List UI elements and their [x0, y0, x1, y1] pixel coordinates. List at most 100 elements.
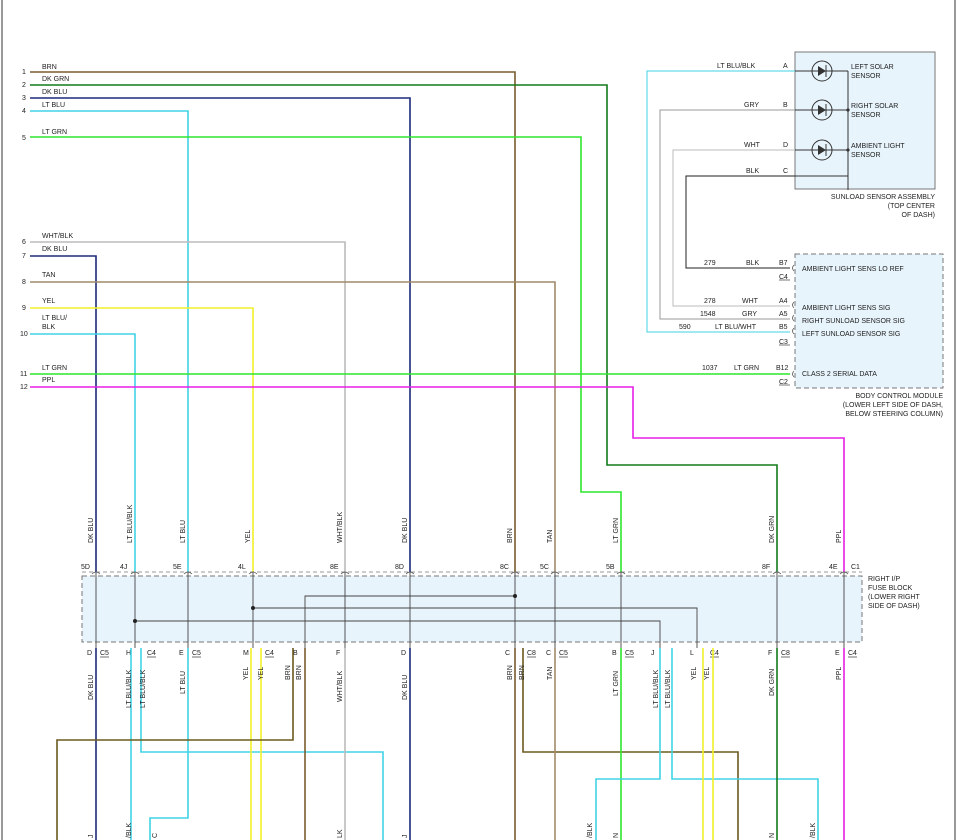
svg-text:CLASS 2 SERIAL DATA: CLASS 2 SERIAL DATA	[802, 371, 877, 378]
svg-text:8F: 8F	[762, 564, 770, 571]
svg-text:/BLK: /BLK	[126, 822, 133, 838]
wire-lt-blu-blk-bottom-4	[671, 648, 819, 840]
svg-text:TAN: TAN	[547, 667, 554, 680]
svg-text:B7: B7	[779, 260, 788, 267]
left-wire-num: 7	[22, 253, 26, 260]
left-wire-label: PPL	[42, 377, 55, 384]
wire-lt-grn	[30, 136, 622, 572]
svg-text:8D: 8D	[395, 564, 404, 571]
svg-text:E: E	[179, 650, 184, 657]
left-wire-label: DK BLU	[42, 89, 67, 96]
svg-text:C: C	[546, 650, 551, 657]
left-wire-label: DK BLU	[42, 246, 67, 253]
svg-text:WHT/BLK: WHT/BLK	[337, 512, 344, 543]
svg-text:BRN: BRN	[285, 665, 292, 680]
sunload-pin: A	[783, 63, 788, 70]
wire-brn	[30, 71, 516, 572]
sunload-caption: OF DASH)	[902, 212, 935, 219]
svg-text:1037: 1037	[702, 365, 718, 372]
sunload-caption: SUNLOAD SENSOR ASSEMBLY	[831, 194, 935, 201]
fuse-bottom-wire-labels: DK BLU LT BLU/BLK LT BLU/BLK LT BLU YEL …	[88, 665, 843, 708]
left-wire-num: 3	[22, 95, 26, 102]
svg-text:C1: C1	[851, 564, 860, 571]
svg-text:F: F	[768, 650, 772, 657]
svg-text:LT BLU/BLK: LT BLU/BLK	[127, 504, 134, 543]
bcm-caption: BELOW STEERING COLUMN)	[845, 411, 943, 418]
left-wire-label: TAN	[42, 272, 55, 279]
sunload-sensor-assembly: LT BLU/BLK A GRY B WHT D BLK C	[646, 51, 936, 333]
svg-text:5C: 5C	[540, 564, 549, 571]
fuse-top-wire-labels: DK BLU LT BLU/BLK LT BLU YEL WHT/BLK DK …	[88, 504, 843, 543]
svg-text:LT GRN: LT GRN	[734, 365, 759, 372]
wire-wht-blk	[30, 241, 346, 572]
wire-tan	[30, 281, 556, 572]
svg-text:BRN: BRN	[296, 665, 303, 680]
wire-lt-blu-blk-bottom-3	[595, 648, 661, 840]
svg-text:B: B	[293, 650, 298, 657]
svg-text:C4: C4	[265, 650, 274, 657]
svg-text:WHT/BLK: WHT/BLK	[337, 671, 344, 702]
svg-text:LT BLU/BLK: LT BLU/BLK	[665, 669, 672, 708]
svg-text:C4: C4	[710, 650, 719, 657]
fuse-internal-bus	[95, 572, 845, 648]
svg-text:A4: A4	[779, 298, 788, 305]
fuse-block-caption: FUSE BLOCK	[868, 585, 913, 592]
wire-lt-blu	[30, 110, 189, 572]
svg-text:C2: C2	[779, 379, 788, 386]
svg-text:YEL: YEL	[691, 667, 698, 680]
svg-text:J: J	[651, 650, 655, 657]
svg-text:PPL: PPL	[836, 530, 843, 543]
svg-text:YEL: YEL	[245, 530, 252, 543]
left-wire-num: 1	[22, 69, 26, 76]
svg-text:J: J	[88, 835, 95, 839]
svg-text:C5: C5	[625, 650, 634, 657]
left-wire-label: LT GRN	[42, 129, 67, 136]
sensor-name: AMBIENT LIGHT	[851, 143, 905, 150]
svg-text:LT BLU/BLK: LT BLU/BLK	[140, 669, 147, 708]
photodiode-icon	[795, 99, 850, 121]
body-control-module: 279 BLK B7 C4 AMBIENT LIGHT SENS LO REF …	[679, 253, 944, 418]
wire-olive-bottom	[56, 648, 294, 840]
wire-sensor-wht	[672, 149, 795, 307]
svg-text:AMBIENT LIGHT SENS SIG: AMBIENT LIGHT SENS SIG	[802, 305, 890, 312]
sunload-pin: C	[783, 168, 788, 175]
wire-yel	[30, 307, 254, 572]
sensor-name: SENSOR	[851, 112, 881, 119]
left-wire-label: LT BLU	[42, 102, 65, 109]
svg-text:BLK: BLK	[746, 260, 760, 267]
fuse-top-pin-ticks	[91, 571, 849, 575]
svg-text:DK BLU: DK BLU	[402, 675, 409, 700]
svg-text:YEL: YEL	[243, 667, 250, 680]
bcm-pin-labels: 279 BLK B7 C4 AMBIENT LIGHT SENS LO REF …	[679, 260, 905, 386]
sunload-wire-label: BLK	[746, 168, 760, 175]
svg-text:N: N	[613, 833, 620, 838]
svg-text:PPL: PPL	[836, 667, 843, 680]
svg-text:C8: C8	[781, 650, 790, 657]
svg-text:YEL: YEL	[258, 667, 265, 680]
svg-text:279: 279	[704, 260, 716, 267]
fuse-block-caption: (LOWER RIGHT	[868, 594, 920, 601]
left-wire-label: YEL	[42, 298, 55, 305]
left-wire-label: BLK	[42, 324, 56, 331]
svg-text:B12: B12	[776, 365, 789, 372]
svg-text:LT BLU: LT BLU	[180, 520, 187, 543]
left-wire-num: 10	[20, 331, 28, 338]
svg-text:C4: C4	[848, 650, 857, 657]
fuse-top-pins: 5D 4J 5E 4L 8E 8D 8C 5C 5B 8F 4E C1	[81, 564, 860, 571]
svg-text:H: H	[126, 650, 131, 657]
left-wire-label: LT GRN	[42, 365, 67, 372]
left-wire-label: BRN	[42, 64, 57, 71]
sunload-pin: D	[783, 142, 788, 149]
svg-text:RIGHT SUNLOAD SENSOR SIG: RIGHT SUNLOAD SENSOR SIG	[802, 318, 905, 325]
svg-text:LT BLU/BLK: LT BLU/BLK	[653, 669, 660, 708]
svg-text:C5: C5	[100, 650, 109, 657]
left-wire-num: 12	[20, 384, 28, 391]
wire-dk-grn	[30, 84, 778, 572]
svg-text:5D: 5D	[81, 564, 90, 571]
svg-text:590: 590	[679, 324, 691, 331]
wire-sensor-gry	[659, 109, 795, 320]
wire-lt-blu-blk	[30, 333, 136, 572]
sensor-name: SENSOR	[851, 73, 881, 80]
svg-text:278: 278	[704, 298, 716, 305]
